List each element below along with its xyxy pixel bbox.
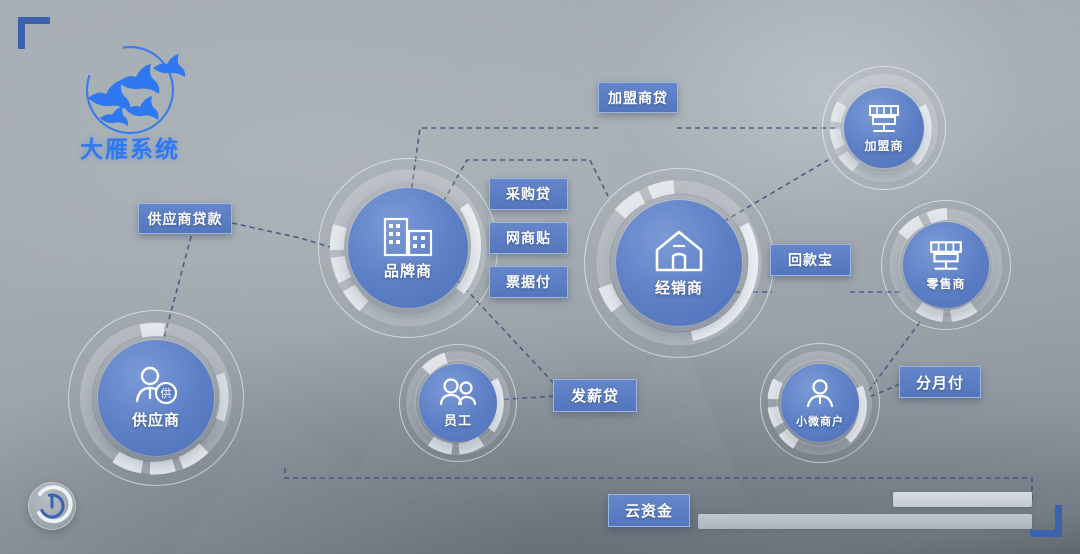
node-ring-outer [822,66,946,190]
supplier-person-icon: 供 [135,366,178,405]
node-core[interactable]: 零售商 [903,222,989,308]
cloud-fund-bar-upper [893,492,1032,507]
node-core[interactable]: 小微商户 [781,364,859,442]
node-label: 经销商 [654,279,703,297]
node-ring-segments [329,169,487,327]
person-icon [806,378,834,407]
pill-online-discount[interactable]: 网商贴 [489,222,568,254]
pill-monthly-install[interactable]: 分月付 [899,366,981,398]
pill-cloud-fund[interactable]: 云资金 [608,494,690,527]
shop-icon [869,105,899,132]
cloud-fund-bar-lower [698,514,1032,529]
node-core[interactable]: 经销商 [616,200,742,326]
pill-supplier-loan[interactable]: 供应商贷款 [138,203,232,234]
node-ring-outer [760,343,880,463]
link-supplier-loan-to-brand [231,222,331,248]
logo-text: 大雁系统 [80,137,180,163]
node-ring-outer [68,310,244,486]
corner-bracket-bottom-right [1030,505,1062,537]
corner-bracket-top-left [18,17,50,49]
node-distributor[interactable]: 经销商 [584,168,774,358]
power-icon [37,485,73,524]
pill-purchase-loan[interactable]: 采购贷 [489,178,568,210]
flying-geese-logo-icon [85,45,186,135]
app-logo: 大雁系统 [60,42,200,170]
node-micro-merchant[interactable]: 小微商户 [760,343,880,463]
node-supplier[interactable]: 供 供应商 [68,310,244,486]
node-label: 品牌商 [383,262,432,280]
two-people-icon [439,378,477,406]
power-button[interactable] [28,482,76,530]
svg-text:供: 供 [161,386,172,400]
link-cloud-fund-bus [284,468,1033,500]
node-label: 小微商户 [796,414,844,428]
node-brand[interactable]: 品牌商 [318,158,498,338]
building-icon [383,217,433,257]
node-label: 加盟商 [864,139,904,153]
node-label: 供应商 [131,411,180,429]
link-micro-to-monthly-install [861,381,906,401]
pill-collection-bao[interactable]: 回款宝 [770,244,851,276]
node-core[interactable]: 品牌商 [348,188,468,308]
pill-bill-pay[interactable]: 票据付 [489,266,568,298]
node-retailer[interactable]: 零售商 [881,200,1011,330]
shop-icon [930,241,962,270]
pill-payroll-loan[interactable]: 发薪贷 [553,379,637,412]
node-core[interactable]: 供 供应商 [98,340,214,456]
node-ring-segments [829,74,938,182]
node-franchisee[interactable]: 加盟商 [822,66,946,190]
house-icon [655,230,703,272]
node-ring-segments [596,180,762,346]
node-label: 零售商 [926,277,966,291]
node-ring-outer [881,200,1011,330]
node-core[interactable]: 加盟商 [844,88,924,168]
node-core[interactable]: 员工 [419,364,497,442]
node-employee[interactable]: 员工 [399,344,517,462]
pill-franchisee-loan[interactable]: 加盟商贷 [598,82,678,113]
node-label: 员工 [443,414,472,429]
node-ring-outer [399,344,517,462]
node-ring-segments [767,351,872,455]
